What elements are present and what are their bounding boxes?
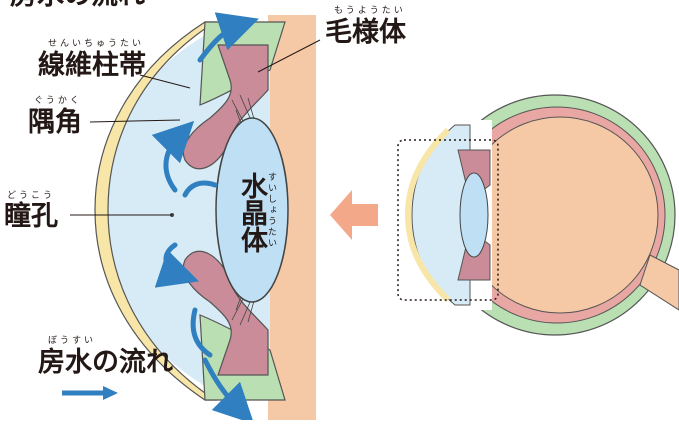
lens-label: 水晶体 xyxy=(238,172,265,253)
angle-label: 隅角 xyxy=(28,109,82,136)
zonule-reading: せんいちゅうたい xyxy=(48,40,144,49)
legend-arrow-icon xyxy=(62,386,118,400)
ciliary-body-reading: もうようたい xyxy=(334,7,406,16)
pupil-label: 瞳孔 xyxy=(4,203,58,230)
legend-label: 房水の流れ xyxy=(38,349,173,376)
zonule-label: 線維柱帯 xyxy=(38,52,146,79)
ciliary-body-label: 毛様体 xyxy=(325,19,406,46)
angle-reading: ぐうかく xyxy=(34,97,82,106)
lens-reading: すいしょうたい xyxy=(266,172,275,249)
pupil-reading: どうこう xyxy=(7,192,55,201)
pointer-arrow xyxy=(330,190,378,240)
full-eye xyxy=(398,95,679,335)
page-title: 房水の流れ xyxy=(10,0,145,9)
legend-reading: ぼうすい xyxy=(48,337,96,346)
